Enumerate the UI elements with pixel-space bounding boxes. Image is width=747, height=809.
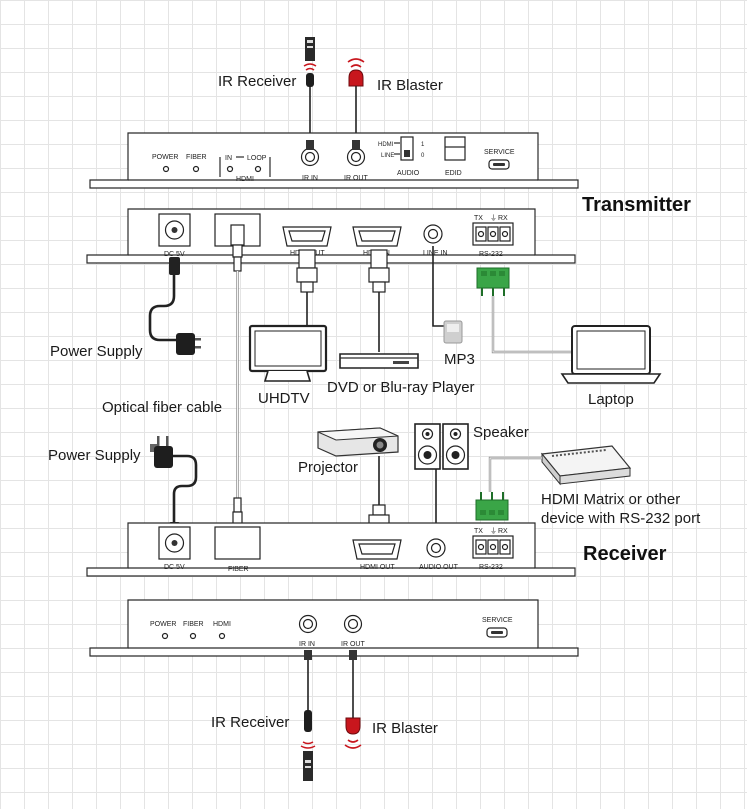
tx-hdmi-loop-label: LOOP	[247, 155, 267, 162]
rx-ir-in-label: IR IN	[299, 641, 315, 648]
tx-dc-label: DC 5V	[164, 251, 185, 258]
tx-audio-hdmi-label: HDMI	[378, 142, 394, 148]
transmitter-rear-panel	[86, 208, 576, 264]
projector-label: Projector	[298, 459, 358, 476]
projector-icon	[317, 427, 399, 505]
tx-ir-in-label: IR IN	[302, 175, 318, 182]
ir-receiver-bottom-icon	[300, 650, 316, 781]
rx-rs232-label: RS-232	[479, 564, 503, 571]
tx-fiber-led	[192, 165, 200, 173]
rx-rs232-tx-label: TX	[474, 528, 483, 535]
tx-hdmi-bracket	[219, 157, 271, 177]
tx-edid-switch	[444, 136, 466, 161]
tx-switch-0-label: 0	[421, 153, 425, 159]
ir-blaster-bottom-icon	[344, 650, 362, 749]
rx-rs232-rx-label: RX	[498, 528, 508, 535]
rx-fiber-label: FIBER	[183, 621, 204, 628]
ir-blaster-top-label: IR Blaster	[377, 77, 443, 94]
rx-ir-out-port	[343, 614, 363, 634]
ir-receiver-top-label: IR Receiver	[218, 73, 296, 90]
tx-line-in-port	[423, 224, 443, 244]
optical-fiber-label: Optical fiber cable	[102, 399, 222, 416]
tx-ir-out-port	[346, 140, 366, 167]
tx-rs232-terminal	[476, 267, 510, 296]
rx-fiber-led	[189, 632, 197, 640]
speaker-label: Speaker	[473, 424, 529, 441]
laptop-label: Laptop	[588, 391, 634, 408]
tx-edid-label: EDID	[445, 170, 462, 177]
tx-ir-in-port	[300, 140, 320, 167]
tx-switch-1-label: 1	[421, 142, 425, 148]
speaker-icon	[414, 423, 469, 540]
mp3-label: MP3	[444, 351, 475, 368]
rx-fiber-port	[214, 526, 261, 560]
rx-audio-out-port	[426, 538, 446, 558]
rx-hdmi-out-port	[352, 539, 402, 560]
ir-receiver-bottom-label: IR Receiver	[211, 714, 289, 731]
tx-line-in-label: LINE IN	[423, 250, 448, 257]
tx-rs232-gnd-symbol: ⏚	[490, 214, 497, 222]
hdmi-matrix-icon	[540, 445, 632, 486]
rx-hdmi-led	[218, 632, 226, 640]
rx-rs232-terminal	[475, 492, 509, 521]
tx-service-label: SERVICE	[484, 149, 515, 156]
rx-fiber-label: FIBER	[228, 566, 249, 573]
receiver-title: Receiver	[583, 543, 667, 565]
tx-audio-line-label: LINE	[381, 153, 394, 159]
tx-hdmi-out-port	[282, 226, 332, 247]
uhdtv-icon	[248, 324, 328, 382]
tx-hdmi-in-label: IN	[225, 155, 232, 162]
rx-rs232-gnd-symbol: ⏚	[490, 527, 497, 535]
uhdtv-label: UHDTV	[258, 390, 310, 407]
receiver-rear-panel	[86, 522, 576, 577]
ir-blaster-top-icon	[347, 58, 365, 145]
dvd-player-icon	[339, 353, 419, 369]
tx-power-label: POWER	[152, 154, 178, 161]
tx-hdmi-in-led	[226, 165, 234, 173]
tx-rs232-tx-label: TX	[474, 215, 483, 222]
ir-blaster-bottom-label: IR Blaster	[372, 720, 438, 737]
optical-fiber-cable	[230, 224, 245, 545]
tx-fiber-label: FIBER	[186, 154, 207, 161]
ir-receiver-top-icon	[303, 37, 317, 145]
tx-hdmi-in-port	[352, 226, 402, 247]
rx-audio-out-label: AUDIO OUT	[419, 564, 459, 571]
tx-rs232-port	[472, 222, 514, 246]
power-supply-bottom-icon	[150, 436, 198, 534]
rx-ir-in-port	[298, 614, 318, 634]
tx-audio-label: AUDIO	[397, 170, 420, 177]
transmitter-title: Transmitter	[582, 194, 691, 216]
laptop-icon	[560, 325, 662, 384]
rx-power-led	[161, 632, 169, 640]
power-supply-bottom-label: Power Supply	[48, 447, 141, 464]
power-supply-top-label: Power Supply	[50, 343, 143, 360]
rx-hdmi-out-label: HDMI OUT	[360, 564, 395, 571]
matrix-label-line2: device with RS-232 port	[541, 510, 701, 527]
tx-rs232-rx-label: RX	[498, 215, 508, 222]
tx-power-led	[162, 165, 170, 173]
rx-dc-label: DC 5V	[164, 564, 185, 571]
tx-hdmi-in-plug	[368, 249, 390, 352]
rx-rs232-port	[472, 535, 514, 559]
rx-service-label: SERVICE	[482, 617, 513, 624]
rx-power-label: POWER	[150, 621, 176, 628]
matrix-label-line1: HDMI Matrix or other	[541, 491, 680, 508]
tx-dc-port	[158, 213, 191, 247]
tx-ir-out-label: IR OUT	[344, 175, 368, 182]
tx-hdmi-label: HDMI	[236, 176, 254, 183]
tx-hdmi-loop-led	[254, 165, 262, 173]
tx-rs232-label: RS-232	[479, 251, 503, 258]
tx-hdmi-out-plug	[296, 249, 318, 328]
mp3-player-icon	[432, 246, 463, 344]
dvd-label: DVD or Blu-ray Player	[327, 379, 475, 396]
power-supply-top-icon	[148, 257, 201, 355]
rx-hdmi-label: HDMI	[213, 621, 231, 628]
rx-ir-out-label: IR OUT	[341, 641, 365, 648]
rx-dc-port	[158, 526, 191, 560]
receiver-front-panel	[89, 599, 579, 657]
